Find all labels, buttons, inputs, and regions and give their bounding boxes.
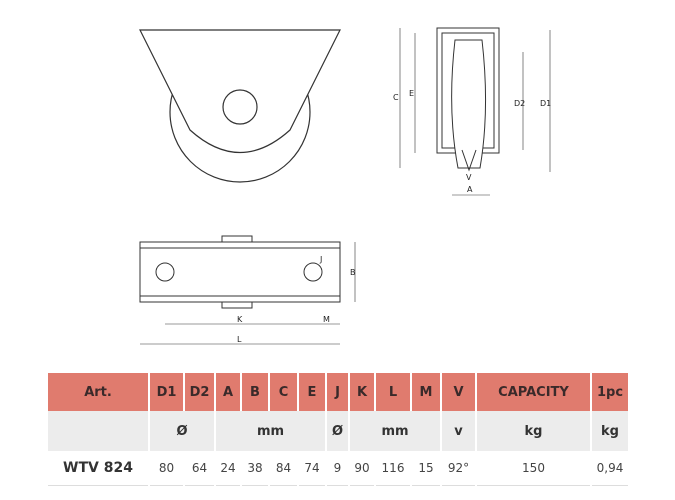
cell-l: 116 xyxy=(376,451,410,486)
cell-b: 38 xyxy=(242,451,268,486)
header-c: C xyxy=(270,373,297,411)
top-view xyxy=(139,235,356,345)
cell-art: WTV 824 xyxy=(48,451,148,486)
cell-1pc: 0,94 xyxy=(592,451,628,486)
cell-d1: 80 xyxy=(150,451,183,486)
label-b: B xyxy=(350,268,356,277)
header-row: Art. D1 D2 A B C E J K L M V CAPACITY 1p… xyxy=(48,373,628,411)
units-row: Ø mm Ø mm v kg kg xyxy=(48,411,628,451)
label-d2: D2 xyxy=(514,99,525,108)
header-l: L xyxy=(376,373,410,411)
unit-kg-weight: kg xyxy=(592,411,628,451)
unit-empty xyxy=(48,411,148,451)
cell-v: 92° xyxy=(442,451,475,486)
unit-kg-capacity: kg xyxy=(477,411,590,451)
header-m: M xyxy=(412,373,440,411)
label-l: L xyxy=(237,335,242,344)
cell-m: 15 xyxy=(412,451,440,486)
header-d2: D2 xyxy=(185,373,214,411)
header-1pc: 1pc xyxy=(592,373,628,411)
cell-k: 90 xyxy=(350,451,374,486)
table-row: WTV 824 80 64 24 38 84 74 9 90 116 15 92… xyxy=(48,451,628,486)
label-v: V xyxy=(466,173,472,182)
front-view xyxy=(139,29,341,183)
cell-a: 24 xyxy=(216,451,240,486)
cell-d2: 64 xyxy=(185,451,214,486)
technical-drawing: C E D2 D1 V A J B K M L xyxy=(139,27,551,345)
header-e: E xyxy=(299,373,325,411)
unit-mm: mm xyxy=(216,411,325,451)
unit-mm-klm: mm xyxy=(350,411,440,451)
header-k: K xyxy=(350,373,374,411)
unit-diameter: Ø xyxy=(150,411,214,451)
header-v: V xyxy=(442,373,475,411)
label-k: K xyxy=(237,315,243,324)
header-j: J xyxy=(327,373,348,411)
header-art: Art. xyxy=(48,373,148,411)
header-capacity: CAPACITY xyxy=(477,373,590,411)
header-b: B xyxy=(242,373,268,411)
label-c: C xyxy=(393,93,399,102)
cell-capacity: 150 xyxy=(477,451,590,486)
label-m: M xyxy=(323,315,330,324)
cell-c: 84 xyxy=(270,451,297,486)
spec-table: Art. D1 D2 A B C E J K L M V CAPACITY 1p… xyxy=(46,373,630,486)
unit-diameter-j: Ø xyxy=(327,411,348,451)
cell-e: 74 xyxy=(299,451,325,486)
label-d1: D1 xyxy=(540,99,551,108)
header-d1: D1 xyxy=(150,373,183,411)
label-j: J xyxy=(319,255,322,264)
header-a: A xyxy=(216,373,240,411)
unit-v: v xyxy=(442,411,475,451)
side-view xyxy=(399,27,551,196)
label-e: E xyxy=(409,89,414,98)
label-a: A xyxy=(467,185,473,194)
cell-j: 9 xyxy=(327,451,348,486)
